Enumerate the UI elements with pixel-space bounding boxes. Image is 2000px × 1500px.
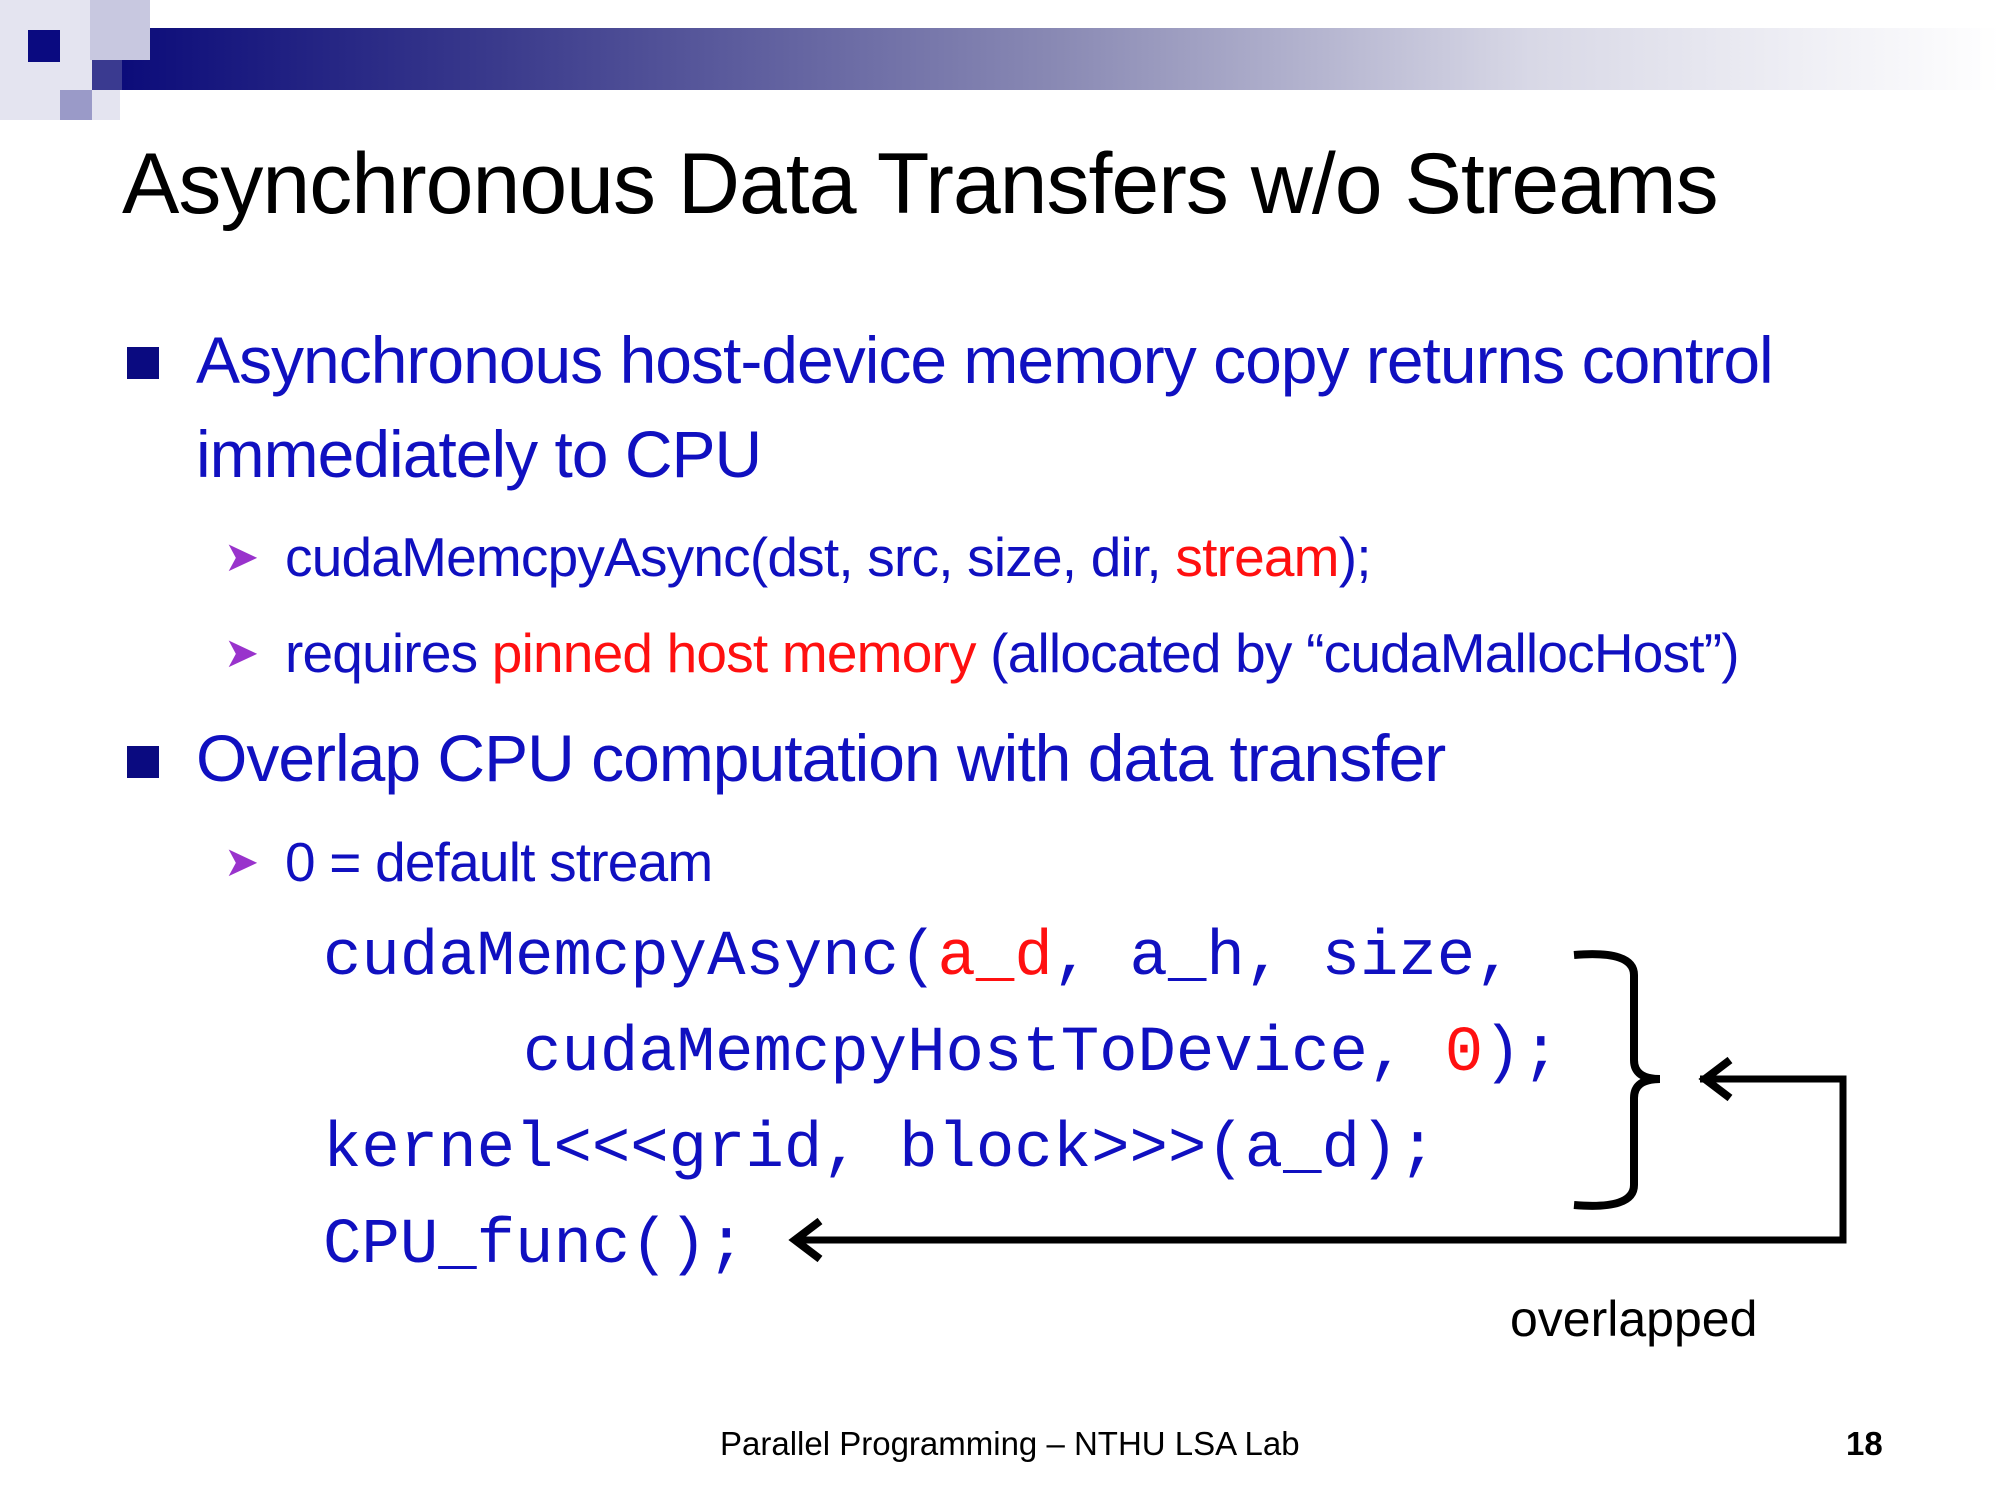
sub-bullet-2-c: (allocated by “cudaMallocHost”) xyxy=(975,622,1739,684)
arrowhead-brace-icon xyxy=(1698,1056,1733,1102)
bullet-1-line-1: Asynchronous host-device memory copy ret… xyxy=(196,323,1774,397)
square-bullet-icon xyxy=(127,347,159,379)
code-1-highlight: a_d xyxy=(937,922,1053,994)
slide-title: Asynchronous Data Transfers w/o Streams xyxy=(122,136,1719,232)
square-bullet-icon xyxy=(127,746,159,778)
sub-bullet-2-highlight: pinned host memory xyxy=(491,622,977,684)
arrow-bullet-icon: ➤ xyxy=(224,629,260,676)
arrow-to-brace xyxy=(800,1075,1847,1244)
sub-bullet-1-a: cudaMemcpyAsync(dst, src, size, dir, xyxy=(285,526,1176,588)
sub-bullet-1-c: ); xyxy=(1338,526,1372,588)
sub-bullet-1: cudaMemcpyAsync(dst, src, size, dir, str… xyxy=(285,525,1371,589)
code-2-c: ); xyxy=(1483,1018,1560,1090)
arrow-bullet-icon: ➤ xyxy=(224,838,260,885)
decor-square xyxy=(92,60,122,90)
sub-bullet-2: requires pinned host memory (allocated b… xyxy=(285,621,1740,685)
decor-square xyxy=(90,0,150,60)
code-2-a: cudaMemcpyHostToDevice, xyxy=(523,1018,1445,1090)
decor-square xyxy=(28,30,60,62)
code-2-highlight: 0 xyxy=(1444,1018,1484,1090)
sub-bullet-3: 0 = default stream xyxy=(285,831,713,893)
sub-bullet-2-a: requires xyxy=(285,622,492,684)
code-line-4: CPU_func(); xyxy=(323,1210,746,1282)
overlapped-label: overlapped xyxy=(1510,1291,1758,1347)
header-gradient-bar xyxy=(122,28,2000,90)
footer-text: Parallel Programming – NTHU LSA Lab xyxy=(720,1425,1300,1462)
code-1-a: cudaMemcpyAsync( xyxy=(323,922,938,994)
arrow-bullet-icon: ➤ xyxy=(224,533,260,580)
code-line-3: kernel<<<grid, block>>>(a_d); xyxy=(323,1114,1437,1186)
sub-bullet-1-highlight: stream xyxy=(1175,526,1339,588)
decor-square xyxy=(60,90,92,120)
arrowhead-cpu-icon xyxy=(788,1217,823,1263)
code-1-c: , a_h, size, xyxy=(1052,922,1514,994)
page-number: 18 xyxy=(1846,1425,1883,1462)
code-line-1: cudaMemcpyAsync(a_d, a_h, size, xyxy=(323,922,1514,994)
bullet-2: Overlap CPU computation with data transf… xyxy=(196,721,1446,795)
code-line-2: cudaMemcpyHostToDevice, 0); xyxy=(523,1018,1560,1090)
curly-brace xyxy=(1573,950,1661,1210)
bullet-1-line-2: immediately to CPU xyxy=(196,417,762,491)
